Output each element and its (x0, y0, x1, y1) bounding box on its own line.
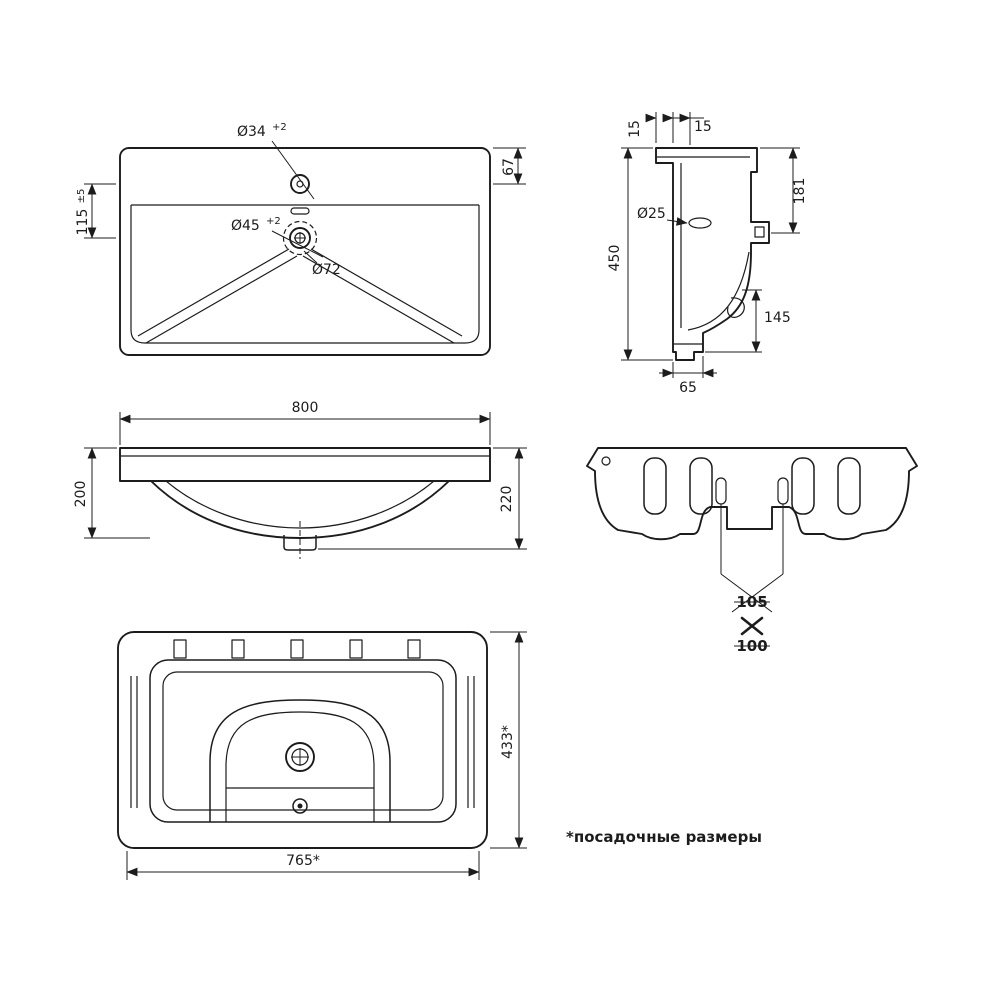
bottom-view-dimensions: 433* 765* (126, 631, 527, 880)
dim-800-label: 800 (292, 400, 319, 416)
cross-mark (740, 616, 764, 636)
faucet-hole (290, 174, 310, 194)
dim-drain-flange-label: Ø72 (312, 262, 341, 278)
side-section-dimensions: 450 15 15 181 Ø25 145 65 (607, 112, 808, 396)
top-view-geometry (119, 140, 491, 356)
dim-65-label: 65 (679, 380, 697, 396)
dim-15-right-label: 15 (694, 119, 712, 135)
dim-145-label: 145 (764, 310, 791, 326)
bottom-view: 433* 765* (117, 631, 527, 880)
dim-overflow-hole-label: Ø25 (637, 206, 666, 222)
mounting-dimensions-footnote: *посадочные размеры (566, 828, 762, 846)
dim-765-label: 765* (286, 853, 320, 869)
top-view-dimensions: Ø34 +2 Ø45 +2 Ø72 115 ±5 67 (75, 122, 526, 278)
dim-drain-hole-label: Ø45 (231, 218, 260, 234)
dim-200-label: 200 (73, 481, 89, 508)
dim-15-left-label: 15 (627, 120, 643, 138)
dim-115-tolerance: ±5 (76, 189, 87, 204)
dim-115-label: 115 (75, 209, 91, 236)
front-view: 800 200 220 (73, 400, 527, 559)
front-view-dimensions: 800 200 220 (73, 400, 527, 550)
overflow-hole-section (688, 217, 712, 229)
bottom-view-geometry (117, 631, 488, 849)
bracket-dimensions: 105 100 (720, 504, 784, 655)
overflow-slot (290, 207, 310, 215)
side-section-geometry (655, 147, 770, 361)
drain-underside (285, 742, 315, 772)
wall-bracket-slot (754, 226, 765, 238)
dim-drain-hole-tolerance: +2 (266, 216, 281, 227)
fixing-hole (292, 798, 308, 814)
side-section-view: 450 15 15 181 Ø25 145 65 (607, 112, 808, 396)
bracket-hole (601, 456, 611, 466)
dim-220-label: 220 (499, 486, 515, 513)
mount-slot-right (777, 477, 789, 505)
dim-67-label: 67 (501, 158, 517, 176)
mount-slot-left (715, 477, 727, 505)
top-view: Ø34 +2 Ø45 +2 Ø72 115 ±5 67 (75, 122, 526, 356)
dim-450-label: 450 (607, 245, 623, 272)
dim-faucet-hole-label: Ø34 (237, 124, 266, 140)
bracket-view: 105 100 (586, 447, 918, 655)
bracket-geometry (586, 447, 918, 541)
dim-181-label: 181 (792, 178, 808, 205)
drain-hole (289, 227, 311, 249)
dim-433-label: 433* (500, 725, 516, 759)
front-view-geometry (119, 447, 491, 559)
dim-faucet-hole-tolerance: +2 (272, 122, 287, 133)
